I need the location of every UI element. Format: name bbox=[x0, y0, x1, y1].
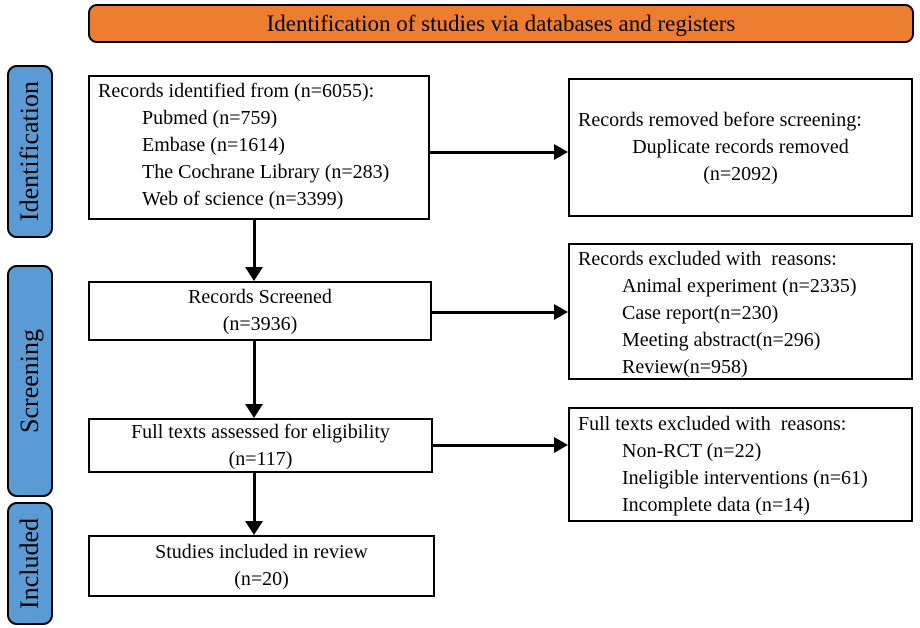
box-item: Case report(n=230) bbox=[622, 302, 779, 324]
stage-label-included: Included bbox=[7, 502, 53, 625]
box-item: Ineligible interventions (n=61) bbox=[622, 467, 868, 489]
box-line: Records Screened bbox=[188, 286, 332, 308]
box-item: The Cochrane Library (n=283) bbox=[142, 161, 390, 183]
arrow-head-down-icon bbox=[245, 267, 263, 281]
box-studies-included: Studies included in review (n=20) bbox=[88, 535, 435, 597]
arrow-shaft bbox=[433, 444, 556, 447]
arrow-shaft bbox=[253, 341, 256, 405]
stage-label-identification-text: Identification bbox=[15, 81, 44, 222]
stage-label-identification: Identification bbox=[7, 65, 53, 238]
box-item: Web of science (n=3399) bbox=[142, 188, 344, 210]
box-records-screened: Records Screened (n=3936) bbox=[88, 281, 432, 341]
arrow-head-right-icon bbox=[554, 437, 568, 453]
box-item: Non-RCT (n=22) bbox=[622, 440, 762, 462]
arrow-shaft bbox=[253, 473, 256, 522]
box-item: Incomplete data (n=14) bbox=[622, 494, 810, 516]
box-line: Duplicate records removed bbox=[632, 136, 849, 158]
box-line: (n=117) bbox=[228, 447, 293, 470]
box-records-excluded: Records excluded with reasons: Animal ex… bbox=[568, 243, 913, 380]
arrow-shaft bbox=[432, 311, 556, 314]
box-line: Full texts assessed for eligibility bbox=[131, 420, 390, 443]
arrow-head-down-icon bbox=[245, 404, 263, 418]
header-banner: Identification of studies via databases … bbox=[88, 4, 914, 43]
arrow-shaft bbox=[253, 220, 256, 269]
box-full-texts-assessed: Full texts assessed for eligibility (n=1… bbox=[88, 418, 433, 473]
box-line: (n=3936) bbox=[222, 313, 298, 335]
box-title: Records removed before screening: bbox=[578, 109, 862, 131]
stage-label-screening-text: Screening bbox=[15, 329, 44, 433]
arrow-head-right-icon bbox=[554, 144, 568, 160]
stage-label-included-text: Included bbox=[15, 518, 44, 609]
stage-label-screening: Screening bbox=[7, 265, 53, 497]
box-item: Embase (n=1614) bbox=[142, 134, 285, 156]
arrow-shaft bbox=[430, 151, 556, 154]
box-line: (n=2092) bbox=[703, 163, 778, 185]
box-item: Animal experiment (n=2335) bbox=[622, 275, 857, 297]
box-item: Review(n=958) bbox=[622, 356, 748, 378]
box-item: Pubmed (n=759) bbox=[142, 107, 278, 129]
box-title: Full texts excluded with reasons: bbox=[578, 413, 847, 435]
box-records-removed: Records removed before screening: Duplic… bbox=[568, 78, 913, 217]
box-title: Records excluded with reasons: bbox=[578, 248, 837, 270]
box-records-identified: Records identified from (n=6055): Pubmed… bbox=[88, 75, 430, 220]
box-line: (n=20) bbox=[234, 568, 289, 590]
header-title: Identification of studies via databases … bbox=[266, 10, 736, 36]
box-line: Studies included in review bbox=[155, 541, 368, 563]
arrow-head-down-icon bbox=[245, 521, 263, 535]
box-full-texts-excluded: Full texts excluded with reasons: Non-RC… bbox=[568, 407, 913, 522]
box-title: Records identified from (n=6055): bbox=[98, 80, 375, 102]
arrow-head-right-icon bbox=[554, 304, 568, 320]
box-item: Meeting abstract(n=296) bbox=[622, 329, 821, 351]
